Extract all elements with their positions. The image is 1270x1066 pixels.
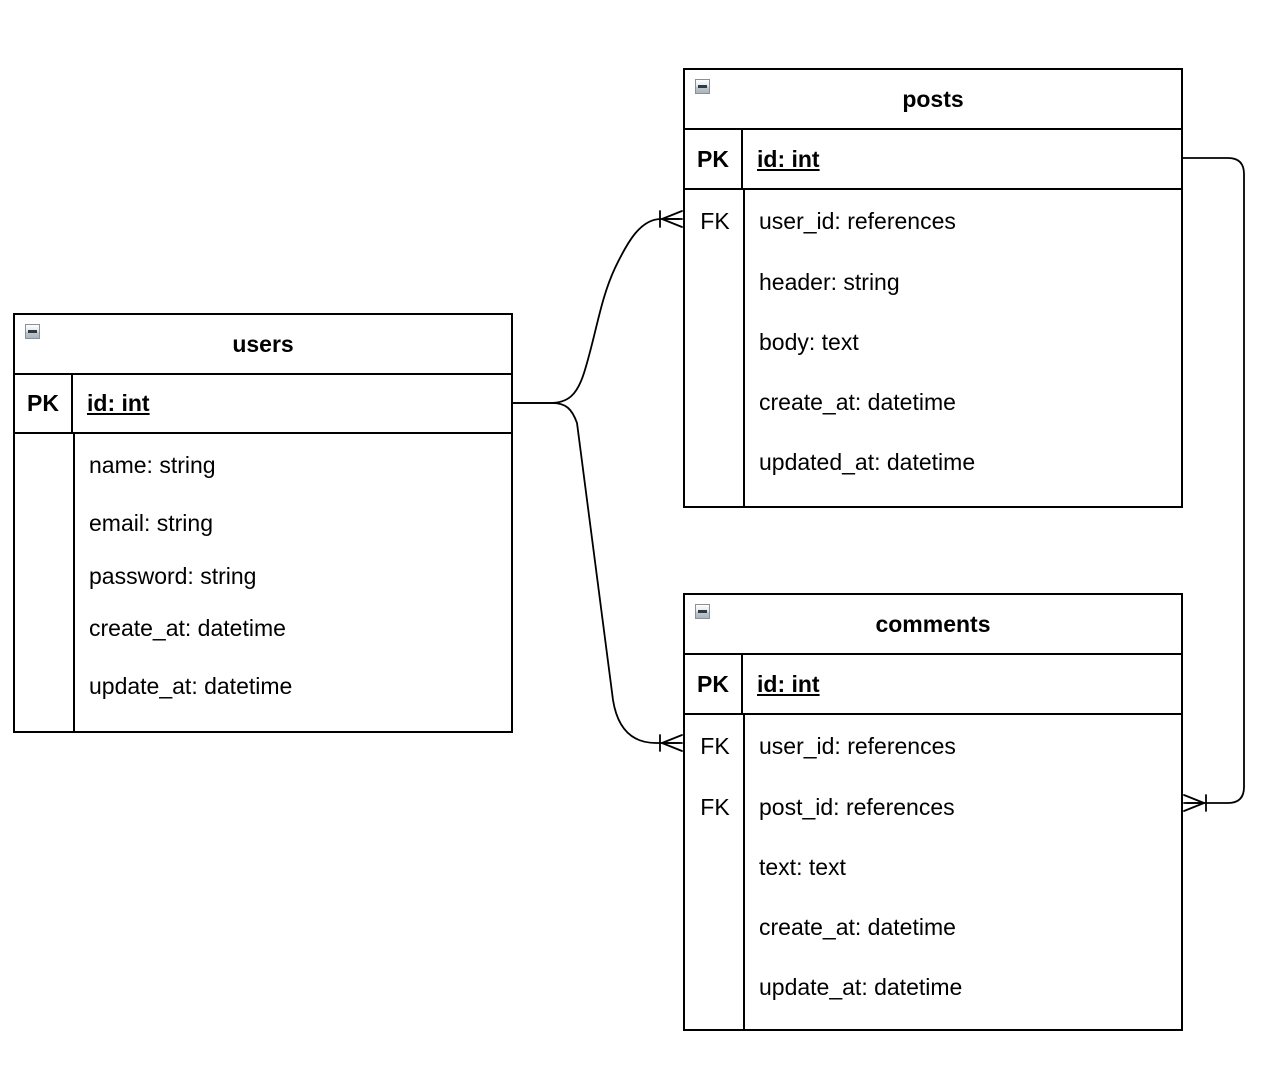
key-column: FK FK (685, 715, 745, 1029)
field-row: user_id: references (759, 207, 956, 234)
field-row: post_id: references (759, 793, 955, 820)
field-row: password: string (89, 562, 257, 589)
field-row: updated_at: datetime (759, 448, 976, 475)
column-divider (743, 715, 745, 1029)
connector-users-comments[interactable] (512, 402, 683, 752)
field-row: user_id: references (759, 732, 956, 759)
connector-line[interactable] (512, 218, 680, 404)
key-cell (685, 252, 745, 312)
pk-row: PK id: int (685, 655, 1181, 715)
key-column: FK (685, 190, 745, 506)
key-cell (15, 551, 75, 601)
key-cell (685, 372, 745, 432)
field-row: body: text (759, 328, 859, 355)
field-row: text: text (759, 853, 846, 880)
field-row: header: string (759, 268, 900, 295)
entity-table-posts[interactable]: posts PK id: int FK user_id: references … (683, 68, 1183, 508)
key-cell (15, 434, 75, 496)
column-divider (743, 190, 745, 506)
connector-posts-comments[interactable] (1182, 157, 1245, 812)
fk-badge: FK (700, 732, 730, 759)
minus-glyph (698, 85, 707, 88)
connector-users-posts[interactable] (512, 210, 683, 404)
field-column: user_id: references post_id: references … (745, 715, 1181, 1029)
table-header-posts: posts (685, 70, 1181, 130)
key-cell (15, 601, 75, 656)
pk-row: PK id: int (685, 130, 1181, 190)
field-row: email: string (89, 510, 213, 536)
pk-field: id: int (87, 390, 150, 416)
connector-line[interactable] (1182, 157, 1245, 804)
key-cell (685, 432, 745, 492)
crowsfoot-many-icon (659, 210, 683, 228)
entity-table-users[interactable]: users PK id: int name: string email: str… (13, 313, 513, 733)
minus-glyph (698, 610, 707, 613)
pk-badge: PK (15, 375, 73, 432)
field-row: create_at: datetime (89, 615, 286, 641)
field-row: create_at: datetime (759, 913, 956, 940)
crowsfoot-many-icon (659, 734, 683, 752)
table-body: FK user_id: references header: string bo… (685, 190, 1181, 506)
field-row: update_at: datetime (759, 973, 963, 1000)
table-header-users: users (15, 315, 511, 375)
table-title: posts (902, 85, 964, 112)
key-cell (685, 957, 745, 1017)
pk-field: id: int (757, 670, 820, 697)
key-cell (685, 897, 745, 957)
table-body: name: string email: string password: str… (15, 434, 511, 731)
pk-row: PK id: int (15, 375, 511, 434)
key-column (15, 434, 75, 731)
table-header-comments: comments (685, 595, 1181, 655)
field-column: name: string email: string password: str… (75, 434, 511, 731)
field-row: create_at: datetime (759, 388, 956, 415)
column-divider (73, 434, 75, 731)
table-title: users (232, 330, 294, 357)
key-cell (685, 312, 745, 372)
pk-badge: PK (685, 655, 743, 713)
field-row: update_at: datetime (89, 672, 293, 699)
table-title: comments (875, 610, 991, 637)
fk-badge: FK (700, 207, 730, 234)
collapse-icon[interactable] (695, 79, 710, 94)
field-row: name: string (89, 451, 216, 478)
key-cell (15, 656, 75, 716)
crowsfoot-many-icon (1183, 794, 1207, 812)
minus-glyph (28, 330, 37, 333)
field-column: user_id: references header: string body:… (745, 190, 1181, 506)
key-cell (15, 496, 75, 551)
key-cell (685, 837, 745, 897)
entity-table-comments[interactable]: comments PK id: int FK FK user_id: refer… (683, 593, 1183, 1031)
table-body: FK FK user_id: references post_id: refer… (685, 715, 1181, 1029)
collapse-icon[interactable] (695, 604, 710, 619)
pk-field: id: int (757, 145, 820, 172)
fk-badge: FK (700, 793, 730, 820)
connector-line[interactable] (512, 402, 680, 744)
pk-badge: PK (685, 130, 743, 188)
collapse-icon[interactable] (25, 324, 40, 339)
